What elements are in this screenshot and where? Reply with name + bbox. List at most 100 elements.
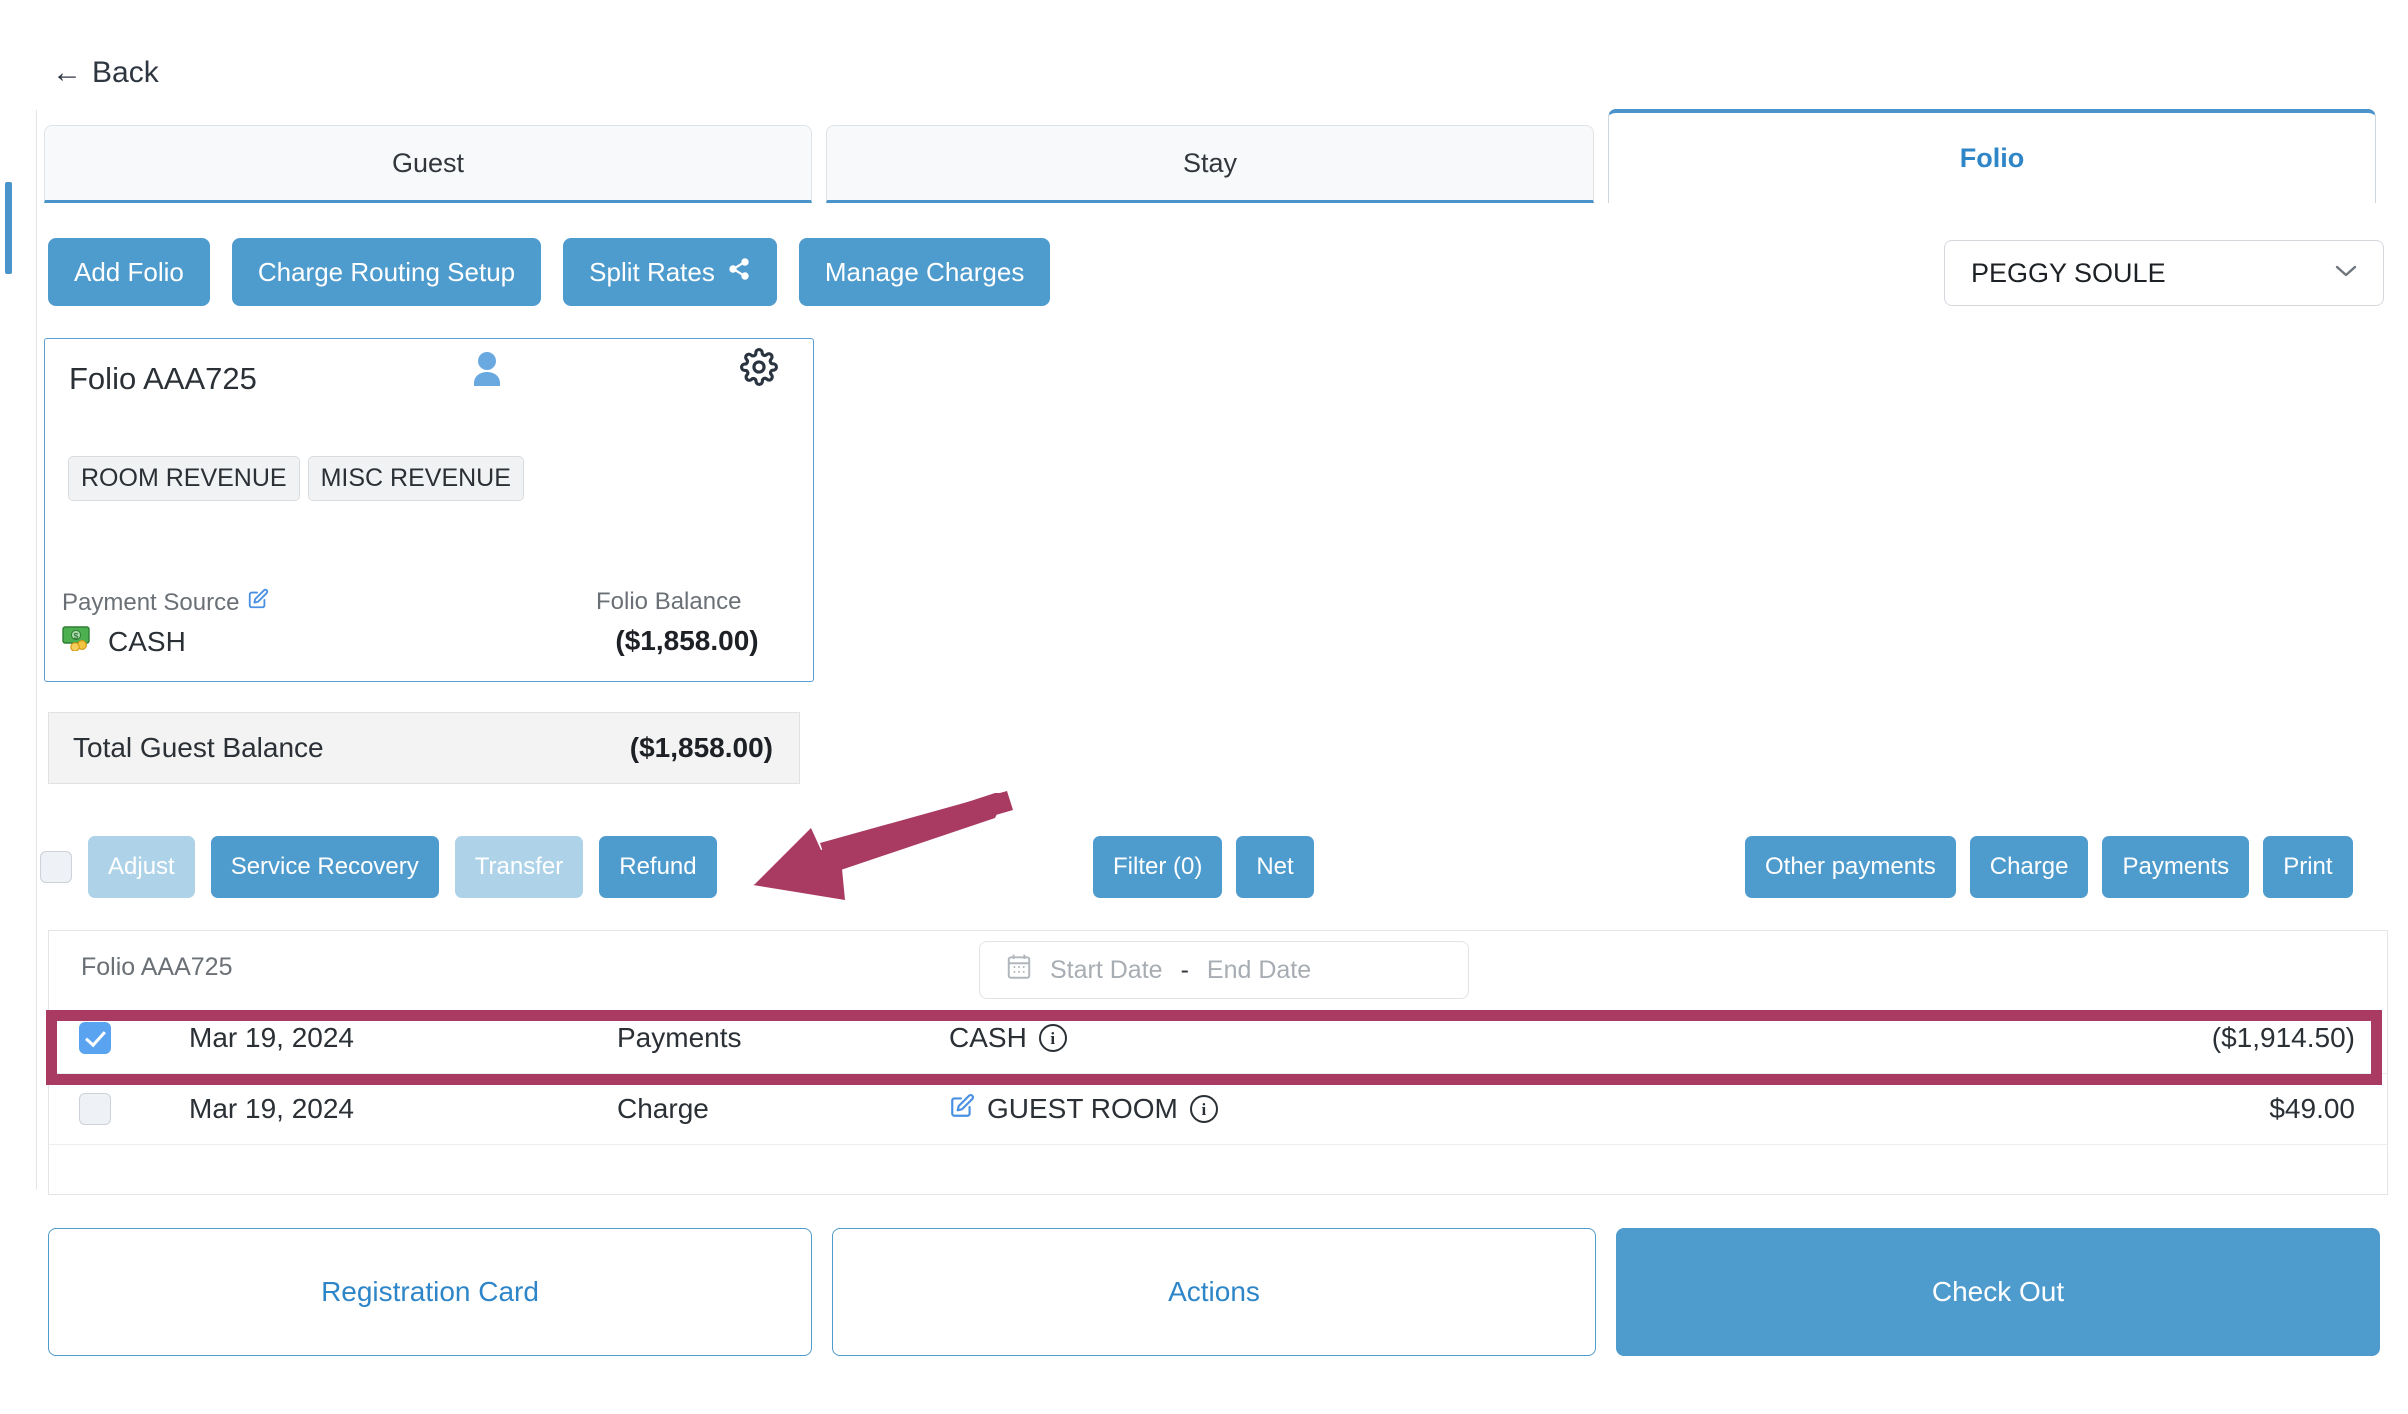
left-accent-bar <box>5 182 12 274</box>
tab-folio-label: Folio <box>1959 142 2025 173</box>
folio-card: Folio AAA725 <box>44 338 814 682</box>
edit-pencil-icon[interactable] <box>949 1093 975 1126</box>
chip-misc-revenue[interactable]: MISC REVENUE <box>307 456 524 501</box>
check-out-label: Check Out <box>1931 1276 2065 1307</box>
row-amount: $49.00 <box>2269 1093 2355 1124</box>
transaction-toolbar-left: Adjust Service Recovery Transfer Refund <box>40 836 717 898</box>
tab-stay-label: Stay <box>1182 147 1238 178</box>
other-payments-label: Other payments <box>1765 853 1936 880</box>
add-folio-label: Add Folio <box>74 256 184 287</box>
total-guest-balance-value: ($1,858.00) <box>629 732 773 763</box>
revenue-chip-list: ROOM REVENUE MISC REVENUE <box>68 456 524 501</box>
left-hairline <box>36 110 37 1190</box>
row-type: Payments <box>617 1022 742 1053</box>
row-date: Mar 19, 2024 <box>189 1093 354 1124</box>
service-recovery-button[interactable]: Service Recovery <box>210 836 439 898</box>
charge-button[interactable]: Charge <box>1969 836 2089 898</box>
manage-charges-label: Manage Charges <box>824 256 1025 287</box>
info-icon[interactable]: i <box>1189 1095 1218 1123</box>
adjust-button[interactable]: Adjust <box>88 836 195 898</box>
total-guest-balance-label: Total Guest Balance <box>73 732 324 763</box>
start-date-input[interactable]: Start Date <box>1050 955 1163 984</box>
money-banknote-icon: $ <box>62 625 96 658</box>
payment-source-value-group: $ CASH <box>62 625 186 658</box>
tab-guest[interactable]: Guest <box>44 125 812 203</box>
transactions-table-header: Folio AAA725 Start Date - End Date <box>49 931 2387 1003</box>
edit-pencil-icon[interactable] <box>247 588 269 617</box>
transactions-table: Folio AAA725 Start Date - End Date Mar 1… <box>48 930 2388 1195</box>
row-source: CASH <box>949 1022 1027 1053</box>
guest-select-value: PEGGY SOULE <box>1971 257 2166 288</box>
registration-card-label: Registration Card <box>321 1276 539 1307</box>
tab-stay[interactable]: Stay <box>826 125 1594 203</box>
transaction-toolbar-right: Other payments Charge Payments Print <box>1745 836 2353 898</box>
arrow-left-icon: ← <box>52 56 82 89</box>
back-label: Back <box>92 56 159 89</box>
folio-balance-label: Folio Balance <box>596 588 742 615</box>
transfer-button[interactable]: Transfer <box>454 836 584 898</box>
net-button[interactable]: Net <box>1236 836 1314 898</box>
refund-label: Refund <box>619 853 697 880</box>
folio-balance-value: ($1,858.00) <box>615 625 759 656</box>
person-icon <box>470 350 504 395</box>
charge-routing-setup-button[interactable]: Charge Routing Setup <box>231 238 542 306</box>
actions-button[interactable]: Actions <box>832 1228 1596 1356</box>
registration-card-button[interactable]: Registration Card <box>48 1228 812 1356</box>
print-label: Print <box>2283 853 2333 880</box>
share-icon <box>727 257 751 288</box>
filter-label: Filter (0) <box>1113 853 1203 880</box>
chip-room-revenue[interactable]: ROOM REVENUE <box>68 456 300 501</box>
print-button[interactable]: Print <box>2263 836 2353 898</box>
table-folio-id: Folio AAA725 <box>81 952 233 981</box>
split-rates-label: Split Rates <box>589 256 715 287</box>
check-out-button[interactable]: Check Out <box>1616 1228 2380 1356</box>
chevron-down-icon <box>2331 260 2361 286</box>
tab-bar: Guest Stay Folio <box>44 109 2376 203</box>
date-range-separator: - <box>1180 955 1189 984</box>
net-label: Net <box>1256 853 1294 880</box>
folio-card-title: Folio AAA725 <box>69 361 257 396</box>
charge-routing-setup-label: Charge Routing Setup <box>257 256 516 287</box>
table-row[interactable]: Mar 19, 2024 Charge GUEST ROOM i $49.00 <box>49 1074 2387 1145</box>
split-rates-button[interactable]: Split Rates <box>563 238 777 306</box>
back-button[interactable]: ← Back <box>52 58 159 88</box>
select-all-checkbox[interactable] <box>40 851 72 883</box>
row-type: Charge <box>617 1093 709 1124</box>
row-checkbox[interactable] <box>79 1093 111 1125</box>
tab-folio[interactable]: Folio <box>1608 109 2376 203</box>
footer-actions: Registration Card Actions Check Out <box>48 1228 2380 1356</box>
charge-label: Charge <box>1989 853 2069 880</box>
add-folio-button[interactable]: Add Folio <box>48 238 210 306</box>
actions-label: Actions <box>1168 1276 1260 1307</box>
date-range-filter[interactable]: Start Date - End Date <box>979 941 1469 999</box>
row-source: GUEST ROOM <box>987 1093 1178 1124</box>
row-checkbox[interactable] <box>79 1022 111 1054</box>
payments-label: Payments <box>2122 853 2230 880</box>
transaction-toolbar-mid: Filter (0) Net <box>1093 836 1314 898</box>
filter-button[interactable]: Filter (0) <box>1093 836 1223 898</box>
pointer-arrow-icon <box>745 788 1015 908</box>
svg-text:$: $ <box>74 632 79 641</box>
service-recovery-label: Service Recovery <box>230 853 419 880</box>
total-guest-balance: Total Guest Balance ($1,858.00) <box>48 712 800 784</box>
guest-select[interactable]: PEGGY SOULE <box>1944 240 2384 306</box>
manage-charges-button[interactable]: Manage Charges <box>798 238 1051 306</box>
folio-action-bar: Add Folio Charge Routing Setup Split Rat… <box>48 238 1051 306</box>
calendar-icon <box>1006 953 1032 988</box>
end-date-input[interactable]: End Date <box>1206 955 1312 984</box>
row-amount: ($1,914.50) <box>2211 1022 2355 1053</box>
payment-source-label: Payment Source <box>62 588 240 616</box>
refund-button[interactable]: Refund <box>599 836 717 898</box>
gear-icon[interactable] <box>740 348 778 391</box>
row-date: Mar 19, 2024 <box>189 1022 354 1053</box>
transfer-label: Transfer <box>474 853 564 880</box>
other-payments-button[interactable]: Other payments <box>1745 836 1956 898</box>
table-row[interactable]: Mar 19, 2024 Payments CASH i ($1,914.50) <box>49 1003 2387 1074</box>
adjust-label: Adjust <box>108 853 175 880</box>
payments-button[interactable]: Payments <box>2102 836 2250 898</box>
row-source-group: GUEST ROOM i <box>949 1093 1218 1126</box>
payment-source-label-group: Payment Source <box>62 588 269 617</box>
tab-guest-label: Guest <box>391 147 465 178</box>
payment-source-value: CASH <box>108 625 186 657</box>
info-icon[interactable]: i <box>1038 1024 1067 1052</box>
